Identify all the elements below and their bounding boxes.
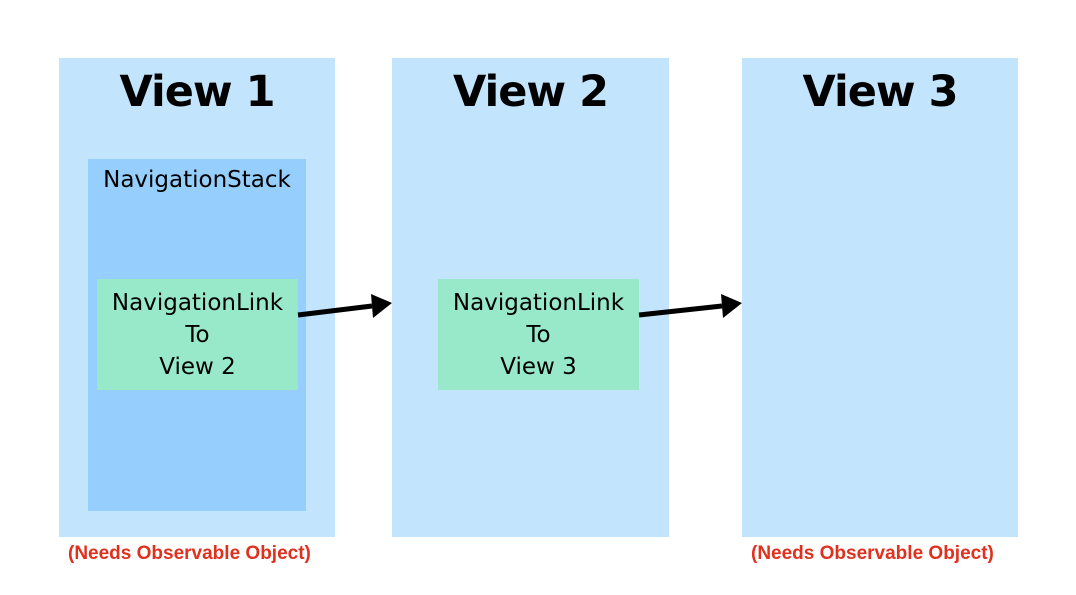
link-1-line-1: NavigationLink bbox=[111, 289, 284, 316]
link-2-line-2: To bbox=[526, 321, 551, 348]
navigation-stack-label: NavigationStack bbox=[103, 167, 291, 193]
view-3-note: (Needs Observable Object) bbox=[751, 543, 994, 564]
view-2-title: View 2 bbox=[452, 67, 609, 117]
arrow-1-shaft bbox=[297, 303, 373, 318]
link-1-line-3: View 2 bbox=[159, 353, 236, 380]
arrow-2-head bbox=[721, 294, 742, 318]
view-1-note: (Needs Observable Object) bbox=[68, 543, 311, 564]
arrow-2-shaft bbox=[638, 303, 723, 318]
link-2-line-3: View 3 bbox=[500, 353, 577, 380]
link-1-line-2: To bbox=[185, 321, 210, 348]
navigation-link-to-view-2: NavigationLink To View 2 bbox=[97, 279, 298, 390]
link-2-line-1: NavigationLink bbox=[452, 289, 625, 316]
navigation-link-to-view-3: NavigationLink To View 3 bbox=[438, 279, 639, 390]
arrow-view2-to-view3 bbox=[638, 294, 742, 318]
arrow-view1-to-view2 bbox=[297, 294, 392, 318]
view-3-panel: View 3 bbox=[742, 58, 1018, 537]
arrow-1-head bbox=[371, 294, 392, 318]
view-3-title: View 3 bbox=[802, 67, 958, 117]
view-1-title: View 1 bbox=[119, 67, 275, 117]
